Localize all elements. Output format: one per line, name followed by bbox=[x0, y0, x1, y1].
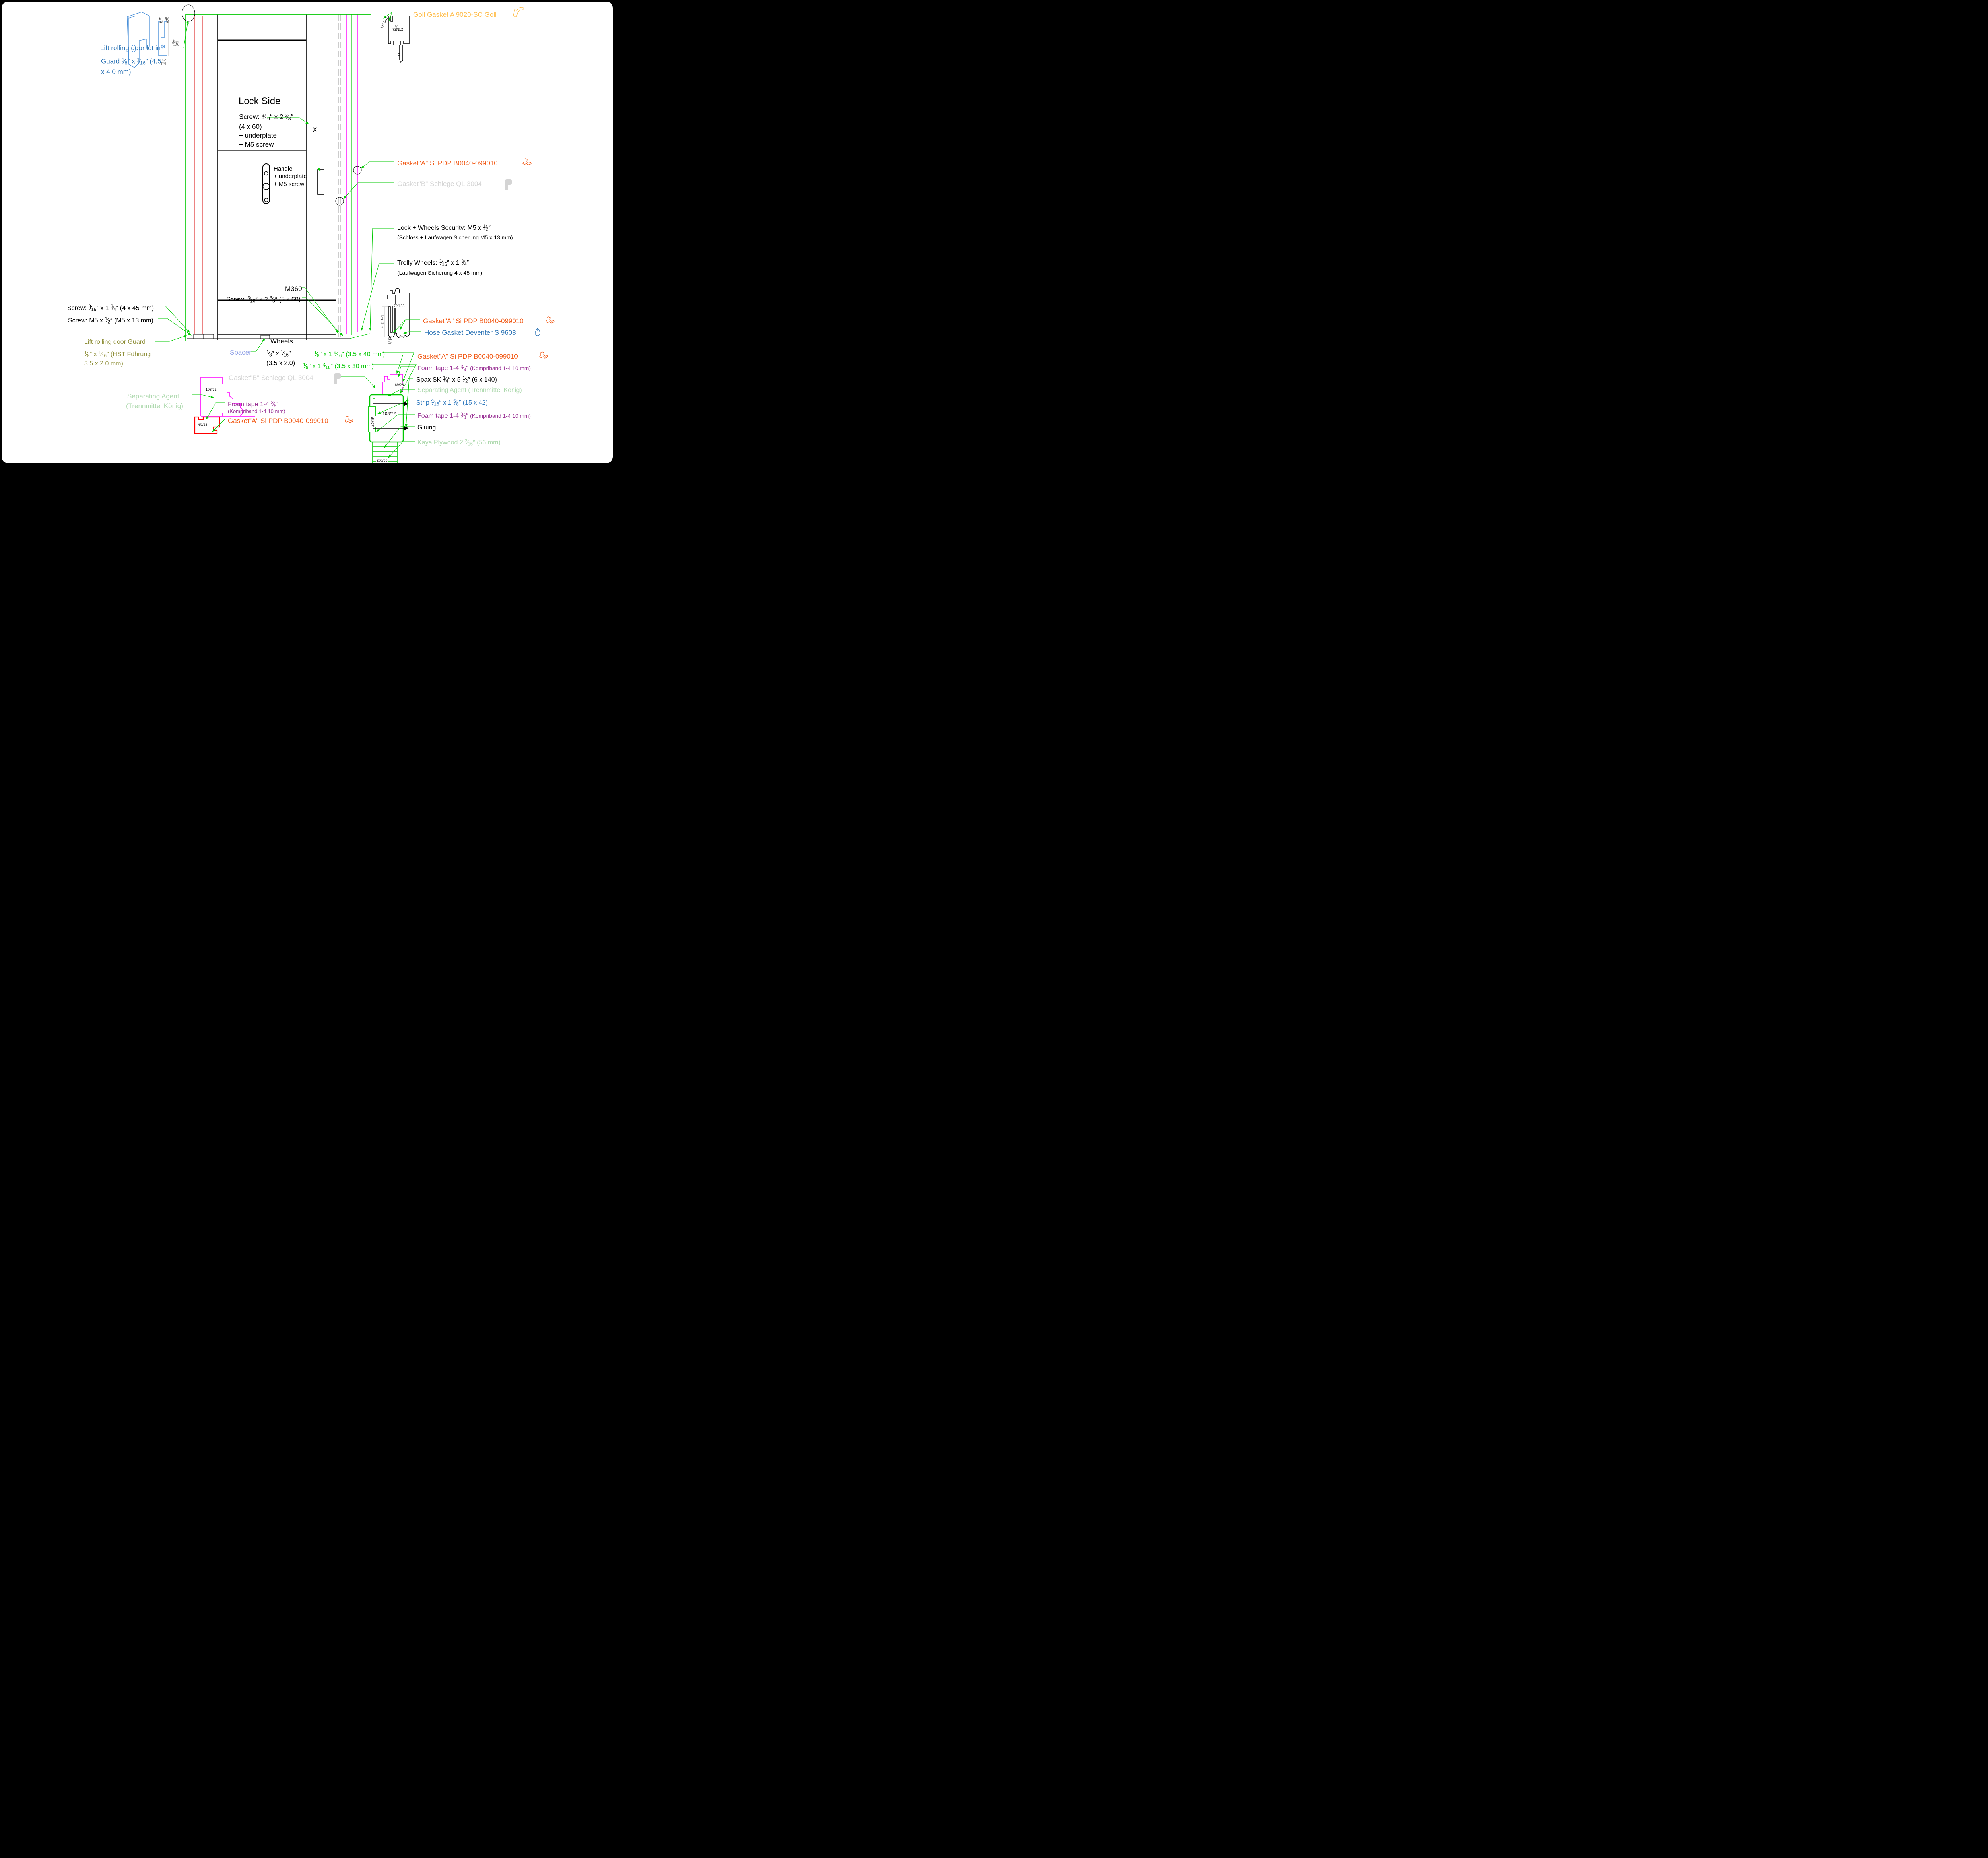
profile-label-69-28: 69/28 bbox=[394, 383, 404, 387]
label-separating-agent-right: Separating Agent (Trennmittel König) bbox=[417, 387, 522, 394]
label-lockside-underplate: + underplate bbox=[239, 132, 277, 139]
profile-72-155-dim-lines bbox=[382, 306, 388, 337]
cad-screenshot: Lift rolling door let in Guard 1⁄8″ x 1⁄… bbox=[0, 0, 614, 465]
label-foam-tape-right-2: Foam tape 1-4 3⁄8″ (Kompriband 1-4 10 mm… bbox=[417, 412, 531, 420]
dim-guard-hmm: [50] bbox=[176, 41, 179, 46]
label-lift-rolling-door-let-in: Lift rolling door let in bbox=[100, 44, 161, 52]
profile-72-112-drawing bbox=[388, 16, 410, 63]
label-kaya-plywood: Kaya Plywood 2 3⁄16″ (56 mm) bbox=[417, 439, 501, 447]
dim-guard-w2: 3⁄16″ bbox=[165, 17, 169, 21]
label-foam-tape-right-1: Foam tape 1-4 3⁄8″ (Kompriband 1-4 10 mm… bbox=[417, 365, 531, 372]
label-lift-guard-dims: 1⁄8″ x 1⁄16″ (HST Führung bbox=[84, 351, 151, 359]
gasket-b-icon bbox=[503, 179, 513, 192]
gasket-a-icon bbox=[539, 351, 549, 362]
door-elevation-lines bbox=[185, 14, 371, 341]
profile-72-112-leaders bbox=[383, 12, 401, 21]
goll-gasket-icon bbox=[512, 6, 525, 20]
label-trolly-wheels: Trolly Wheels: 3⁄16″ x 1 3⁄4″ bbox=[397, 259, 469, 267]
profile-108-72-left-drawing bbox=[200, 377, 255, 417]
label-foam-tape-left: Foam tape 1-4 3⁄8″ bbox=[228, 401, 279, 409]
label-separating-agent-left: Separating Agent bbox=[127, 392, 179, 400]
label-lockside-size: (4 x 60) bbox=[239, 123, 262, 130]
guard-profile-dim-lines bbox=[159, 19, 169, 58]
dim-guard-b: 15⁄16″ bbox=[161, 58, 166, 62]
label-lockside-m5: + M5 screw bbox=[239, 141, 274, 148]
label-trolly-wheels-de: (Laufwagen Sicherung 4 x 45 mm) bbox=[397, 270, 482, 276]
label-lockside-screw: Screw: 3⁄16″ x 2 3⁄8″ bbox=[239, 112, 293, 122]
label-goll-gasket: Goll Gasket A 9020-SC Goll bbox=[413, 11, 497, 18]
dim-guard-bmm: [24] bbox=[161, 62, 166, 65]
label-foam-tape-left-2: (Kompriband 1-4 10 mm) bbox=[228, 408, 285, 414]
label-hose-gasket: Hose Gasket Deventer S 9608 bbox=[424, 329, 516, 336]
label-screw-m5x13: Screw: M5 x 1⁄2″ (M5 x 13 mm) bbox=[68, 317, 153, 325]
label-handle-m5: + M5 screw bbox=[274, 181, 305, 188]
profile-label-108-72: 108/72 bbox=[382, 411, 396, 416]
label-handle: Handle bbox=[274, 165, 293, 172]
gasket-a-icon bbox=[344, 416, 354, 427]
label-lock-wheels-security: Lock + Wheels Security: M5 x 1⁄2″ bbox=[397, 224, 491, 232]
label-gluing: Gluing bbox=[417, 424, 436, 431]
label-gasket-a-mid: Gasket"A" Si PDP B0040-099010 bbox=[397, 159, 498, 167]
label-separating-agent-left-2: (Trennmittel König) bbox=[126, 402, 183, 410]
dim-guard-w1: 5⁄8″ bbox=[159, 17, 162, 21]
label-lift-guard: Lift rolling door Guard bbox=[84, 339, 146, 345]
label-spacer: Spacer bbox=[230, 349, 251, 356]
label-wheels-dim-2: (3.5 x 2.0) bbox=[266, 360, 295, 367]
dim-guard-w1mm: [16] bbox=[159, 21, 163, 23]
label-handle-underplate: + underplate bbox=[274, 173, 307, 180]
profile-label-72-112: 72/112 bbox=[392, 27, 403, 31]
label-guard-dims: Guard 1⁄8″ x 1⁄16″ (4.5 bbox=[101, 57, 161, 66]
label-screw-5x60: Screw: 3⁄16″ x 2 3⁄8″ (5 x 60) bbox=[226, 296, 301, 304]
label-lift-guard-dims-2: 3.5 x 2.0 mm) bbox=[84, 360, 123, 367]
dim-guard-w2mm: [4] bbox=[166, 21, 169, 23]
label-gasket-a-right: Gasket"A" Si PDP B0040-099010 bbox=[423, 317, 524, 325]
leader-lines bbox=[155, 20, 421, 458]
x-marker: X bbox=[313, 126, 317, 134]
label-gasket-b-bottom: Gasket"B" Schlege QL 3004 bbox=[229, 374, 313, 382]
label-gasket-a-bottom-left: Gasket"A" Si PDP B0040-099010 bbox=[228, 417, 328, 425]
gasket-a-icon bbox=[522, 158, 532, 169]
dim-72-112-inner: 7⁄8″ bbox=[395, 24, 398, 29]
label-guard-dims-2: x 4.0 mm) bbox=[101, 68, 131, 76]
label-green-dim-30: 1⁄8″ x 1 3⁄16″ (3.5 x 30 mm) bbox=[303, 363, 374, 370]
label-gasket-a-bottom-right: Gasket"A" Si PDP B0040-099010 bbox=[417, 353, 518, 360]
label-wheels-dim: 1⁄8″ x 1⁄16″ bbox=[266, 350, 291, 358]
title-lock-side: Lock Side bbox=[239, 96, 281, 107]
label-m360: M360 bbox=[285, 285, 302, 293]
profile-label-42-15: 42/15 bbox=[371, 416, 376, 427]
handle-plate-drawing bbox=[262, 163, 324, 204]
label-gasket-b-mid: Gasket"B" Schlege QL 3004 bbox=[397, 180, 482, 188]
label-screw-4x45: Screw: 3⁄16″ x 1 3⁄4″ (4 x 45 mm) bbox=[67, 304, 154, 312]
dim-72-155-b: 1⁄8″ [3] bbox=[388, 336, 392, 344]
door-handle-rect bbox=[317, 169, 324, 195]
cad-drawing-canvas: Lift rolling door let in Guard 1⁄8″ x 1⁄… bbox=[2, 2, 613, 463]
profile-72-155-drawing bbox=[387, 288, 410, 339]
profile-label-108-72-left: 108/72 bbox=[205, 388, 217, 392]
gasket-a-icon bbox=[546, 316, 555, 327]
label-lock-wheels-security-de: (Schloss + Laufwagen Sicherung M5 x 13 m… bbox=[397, 234, 513, 240]
bracket-3d-drawing bbox=[127, 12, 150, 68]
dim-72-155-h: 2 1⁄4″ [57] bbox=[380, 315, 384, 328]
dim-72-112-inner-mm: [22] bbox=[395, 28, 400, 31]
hose-gasket-icon bbox=[534, 327, 541, 339]
guard-profile-drawing bbox=[158, 21, 167, 56]
label-green-dim-40: 1⁄8″ x 1 9⁄16″ (3.5 x 40 mm) bbox=[314, 351, 385, 359]
label-wheels: Wheels bbox=[270, 337, 293, 345]
label-strip: Strip 9⁄16″ x 1 5⁄8″ (15 x 42) bbox=[416, 399, 488, 407]
profile-label-72-155: 72/155 bbox=[393, 304, 405, 308]
profile-label-200-56: 200/56 bbox=[376, 458, 388, 463]
label-spax: Spax SK 1⁄4″ x 5 1⁄2″ (6 x 140) bbox=[416, 376, 497, 384]
profile-label-69-23: 69/23 bbox=[198, 423, 208, 427]
profile-69-28-drawing bbox=[382, 374, 403, 395]
drawing-linework bbox=[127, 4, 421, 463]
gasket-b-icon bbox=[332, 373, 342, 386]
profile-69-23-drawing bbox=[194, 416, 220, 434]
